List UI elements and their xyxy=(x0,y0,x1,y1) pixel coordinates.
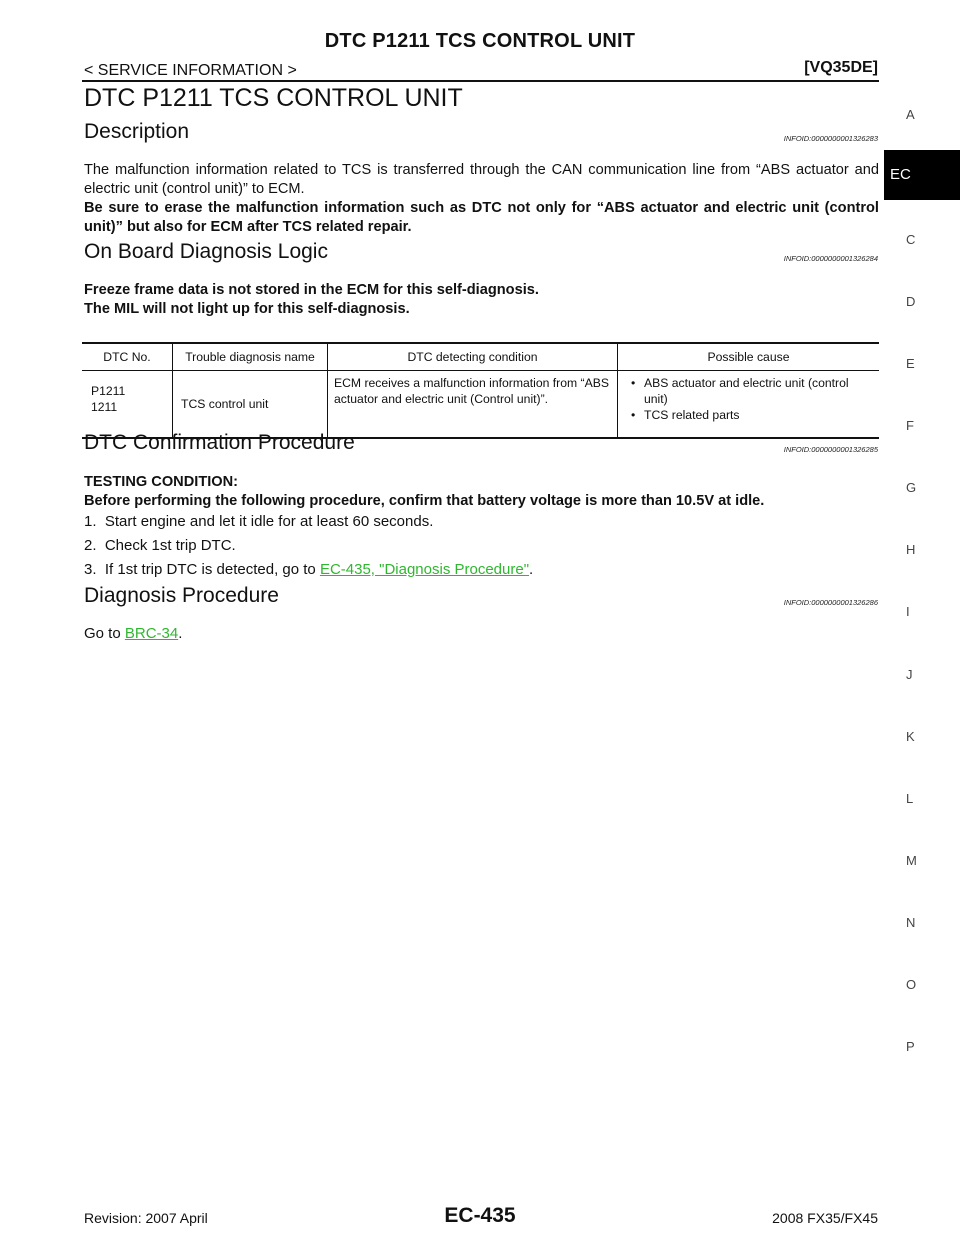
page-title: DTC P1211 TCS CONTROL UNIT xyxy=(84,84,463,112)
obd-logic-line1: Freeze frame data is not stored in the E… xyxy=(84,282,539,298)
cell-trouble-name: TCS control unit xyxy=(172,370,328,439)
sidebar-item-label: P xyxy=(906,1039,915,1054)
sidebar-item-label: A xyxy=(906,107,915,122)
step-3: 3. If 1st trip DTC is detected, go to EC… xyxy=(84,561,533,578)
col-trouble-name: Trouble diagnosis name xyxy=(172,342,328,371)
dtc-code-primary: P1211 xyxy=(91,384,126,398)
description-heading: Description xyxy=(84,120,190,143)
description-warning: Be sure to erase the malfunction informa… xyxy=(84,200,879,235)
obd-logic-infoid: INFOID:0000000001326284 xyxy=(783,254,878,263)
sidebar-item-label: H xyxy=(906,542,916,557)
cause-list: ABS actuator and electric unit (control … xyxy=(624,375,875,423)
sidebar-item-label: L xyxy=(906,791,914,806)
description-text: The malfunction information related to T… xyxy=(84,162,879,197)
list-item: ABS actuator and electric unit (control … xyxy=(631,375,875,407)
step-3-end: . xyxy=(529,561,534,578)
confirmation-infoid: INFOID:0000000001326285 xyxy=(783,445,878,454)
list-item: TCS related parts xyxy=(631,407,875,423)
cell-possible-cause: ABS actuator and electric unit (control … xyxy=(617,370,879,439)
sidebar-item-label: O xyxy=(906,977,917,992)
dtc-table: DTC No. Trouble diagnosis name DTC detec… xyxy=(82,342,879,439)
header-title: DTC P1211 TCS CONTROL UNIT xyxy=(324,30,636,52)
sidebar-item-label: I xyxy=(906,604,910,619)
cell-dtc-no: P1211 1211 xyxy=(82,370,173,439)
footer-revision: Revision: 2007 April xyxy=(84,1210,208,1226)
table-row: P1211 1211 TCS control unit ECM receives… xyxy=(82,370,879,439)
obd-logic-line2: The MIL will not light up for this self-… xyxy=(84,301,410,317)
diagnosis-infoid: INFOID:0000000001326286 xyxy=(783,598,878,607)
description-infoid: INFOID:0000000001326283 xyxy=(783,134,878,143)
col-possible-cause: Possible cause xyxy=(617,342,879,371)
sidebar-item-label: N xyxy=(906,915,916,930)
sidebar-item-label: F xyxy=(906,418,914,433)
sidebar-item-ec-active[interactable]: EC xyxy=(884,150,960,200)
sidebar-item-label: G xyxy=(906,480,917,495)
page-number: EC-435 xyxy=(444,1204,516,1227)
footer-model: 2008 FX35/FX45 xyxy=(772,1210,878,1226)
diagnosis-go-to: Go to xyxy=(84,625,125,642)
testing-condition-text: Before performing the following procedur… xyxy=(84,493,765,509)
engine-code: [VQ35DE] xyxy=(804,59,878,76)
step-3-text: 3. If 1st trip DTC is detected, go to xyxy=(84,561,320,578)
col-detecting-condition: DTC detecting condition xyxy=(327,342,618,371)
sidebar-item-label: M xyxy=(906,853,917,868)
confirmation-heading: DTC Confirmation Procedure xyxy=(84,431,355,454)
step-1: 1. Start engine and let it idle for at l… xyxy=(84,513,434,530)
brc-34-link[interactable]: BRC-34 xyxy=(124,625,179,642)
diagnosis-heading: Diagnosis Procedure xyxy=(84,584,279,607)
header-divider xyxy=(82,80,879,82)
sidebar-item-label: C xyxy=(906,232,916,247)
cell-detecting-condition: ECM receives a malfunction information f… xyxy=(327,370,618,439)
sidebar-item-label: K xyxy=(906,729,915,744)
col-dtc-no: DTC No. xyxy=(82,342,173,371)
step-2: 2. Check 1st trip DTC. xyxy=(84,537,236,554)
diagnosis-procedure-link[interactable]: EC-435, "Diagnosis Procedure" xyxy=(319,561,530,578)
testing-condition-label: TESTING CONDITION: xyxy=(84,474,239,490)
sidebar-item-label: D xyxy=(906,294,916,309)
sidebar-item-label: J xyxy=(906,667,913,682)
section-label: < SERVICE INFORMATION > xyxy=(84,62,297,79)
diagnosis-end: . xyxy=(178,625,183,642)
dtc-code-secondary: 1211 xyxy=(91,400,118,414)
table-header-row: DTC No. Trouble diagnosis name DTC detec… xyxy=(82,342,879,371)
diagnosis-text: Go to BRC-34. xyxy=(84,625,182,642)
obd-logic-heading: On Board Diagnosis Logic xyxy=(84,240,328,263)
sidebar-item-label: E xyxy=(906,356,915,371)
